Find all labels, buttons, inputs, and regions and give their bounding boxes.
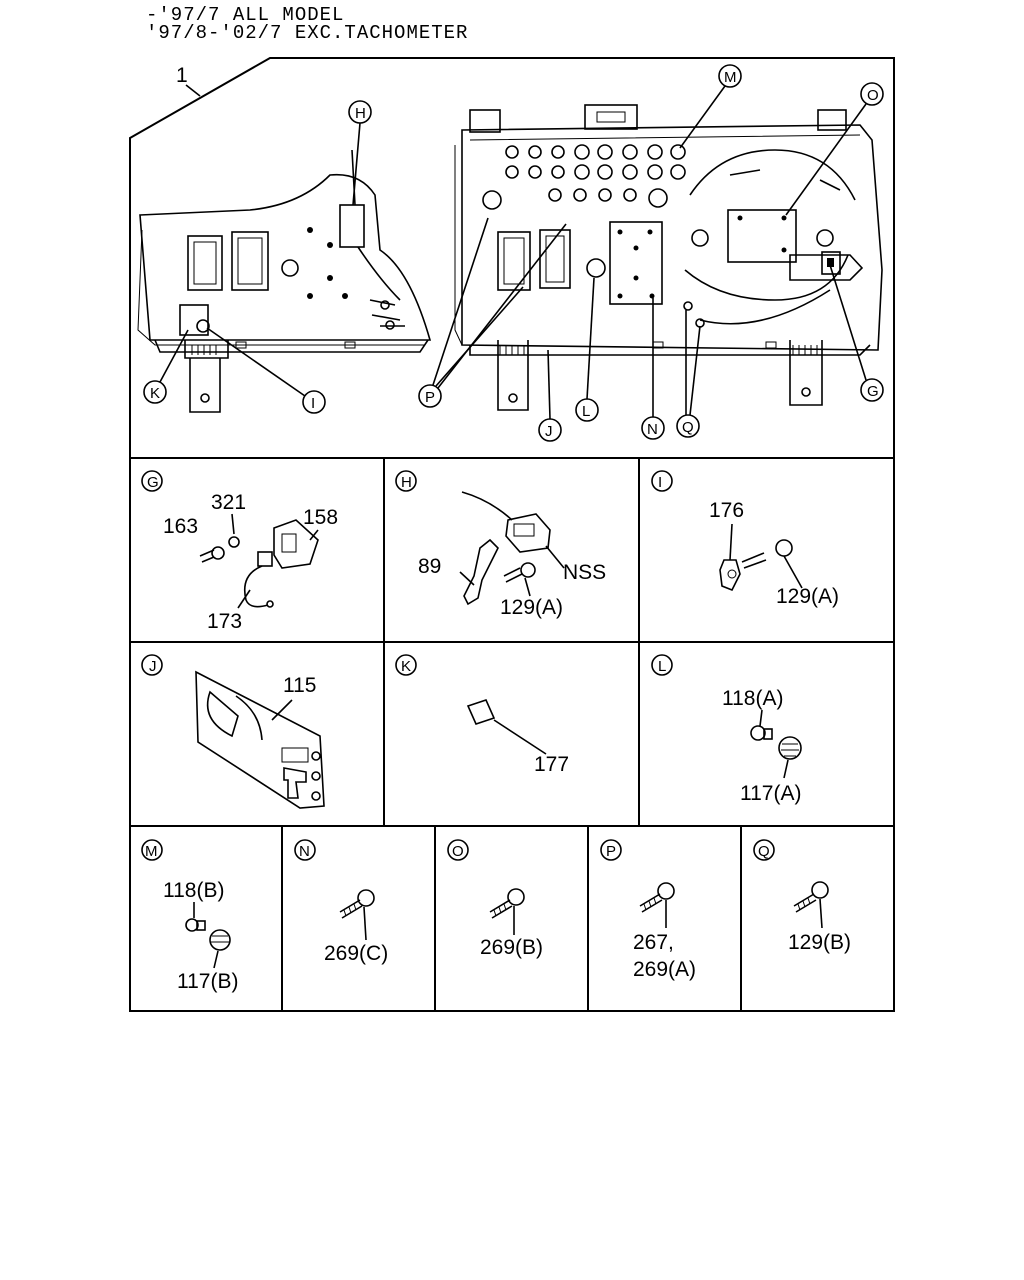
panel-q: Q 129(B) bbox=[753, 839, 851, 954]
svg-text:G: G bbox=[867, 383, 879, 400]
panel-j: J 115 bbox=[141, 654, 325, 809]
svg-text:129(B): 129(B) bbox=[788, 931, 851, 954]
svg-text:L: L bbox=[658, 658, 666, 675]
svg-text:L: L bbox=[582, 403, 590, 420]
panel-k: K 177 bbox=[395, 654, 569, 776]
svg-text:176: 176 bbox=[709, 499, 744, 522]
svg-text:129(A): 129(A) bbox=[776, 585, 839, 608]
svg-text:269(B): 269(B) bbox=[480, 936, 543, 959]
svg-text:269(C): 269(C) bbox=[324, 942, 388, 965]
svg-text:269(A): 269(A) bbox=[633, 958, 696, 981]
panel-o: O 269(B) bbox=[447, 839, 543, 959]
panel-p: P 267, 269(A) bbox=[600, 839, 696, 981]
svg-text:267,: 267, bbox=[633, 931, 674, 954]
header-line-1: -'97/7 ALL MODEL bbox=[146, 4, 345, 26]
panel-m: M 118(B) 117(B) bbox=[141, 839, 238, 993]
svg-text:I: I bbox=[658, 474, 662, 491]
svg-text:N: N bbox=[299, 843, 310, 860]
svg-text:158: 158 bbox=[303, 506, 338, 529]
svg-text:118(A): 118(A) bbox=[722, 687, 783, 710]
svg-text:J: J bbox=[149, 658, 157, 675]
header-line-2: '97/8-'02/7 EXC.TACHOMETER bbox=[146, 22, 469, 44]
panel-n: N 269(C) bbox=[294, 839, 388, 965]
svg-text:O: O bbox=[452, 843, 464, 860]
cluster-right-housing bbox=[454, 104, 883, 411]
cluster-left-housing bbox=[137, 149, 432, 413]
svg-text:NSS: NSS bbox=[563, 561, 606, 584]
svg-text:O: O bbox=[867, 87, 879, 104]
svg-text:J: J bbox=[545, 423, 553, 440]
svg-text:P: P bbox=[425, 389, 435, 406]
detail-row-frame bbox=[129, 825, 895, 1012]
panel-h: H 89 NSS 129(A) bbox=[395, 470, 606, 619]
svg-text:M: M bbox=[145, 843, 158, 860]
svg-text:129(A): 129(A) bbox=[500, 596, 563, 619]
svg-text:H: H bbox=[401, 474, 412, 491]
svg-text:K: K bbox=[401, 658, 411, 675]
svg-text:G: G bbox=[147, 474, 159, 491]
main-view-frame bbox=[129, 57, 895, 459]
svg-text:M: M bbox=[724, 69, 737, 86]
panel-i: I 176 129(A) bbox=[651, 470, 839, 608]
svg-text:Q: Q bbox=[758, 843, 770, 860]
panel-l: L 118(A) 117(A) bbox=[651, 654, 802, 805]
svg-text:115: 115 bbox=[283, 674, 316, 697]
main-view-callouts: H M O G K I P L J N Q bbox=[143, 64, 884, 442]
svg-text:P: P bbox=[606, 843, 616, 860]
svg-text:173: 173 bbox=[207, 610, 242, 633]
svg-text:H: H bbox=[355, 105, 366, 122]
svg-text:89: 89 bbox=[418, 555, 441, 578]
svg-text:163: 163 bbox=[163, 515, 198, 538]
svg-text:117(A): 117(A) bbox=[740, 782, 801, 805]
svg-text:K: K bbox=[150, 385, 160, 402]
svg-text:I: I bbox=[311, 395, 315, 412]
svg-text:321: 321 bbox=[211, 491, 246, 514]
svg-text:117(B): 117(B) bbox=[177, 970, 238, 993]
svg-text:Q: Q bbox=[682, 419, 694, 436]
panel-g: G 163 321 158 173 bbox=[141, 470, 338, 633]
svg-text:N: N bbox=[647, 421, 658, 438]
assembly-ref-label: 1 bbox=[176, 64, 188, 87]
svg-text:177: 177 bbox=[534, 753, 569, 776]
svg-text:118(B): 118(B) bbox=[163, 879, 224, 902]
